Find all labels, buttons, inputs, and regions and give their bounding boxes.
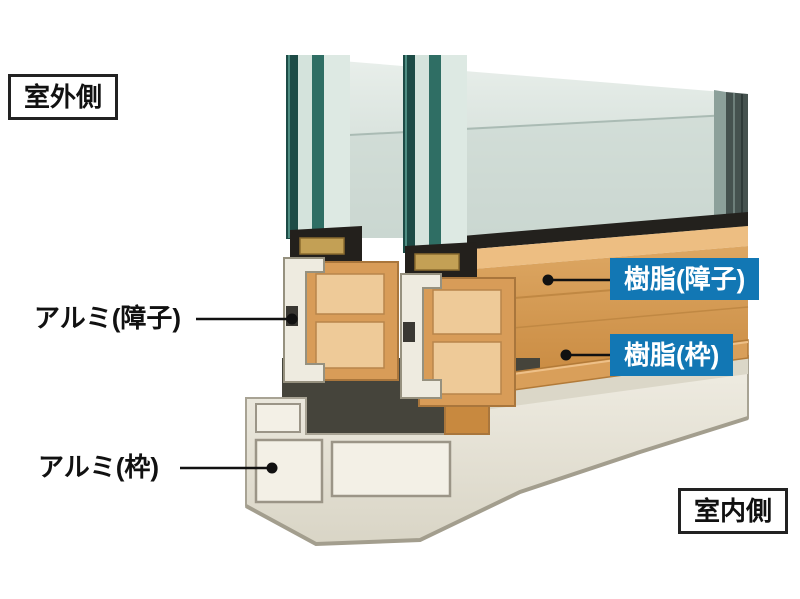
- leader-lines: [180, 274, 612, 474]
- glass-unit-outer: [286, 55, 350, 239]
- outdoor-side-label: 室外側: [8, 74, 119, 120]
- glass-unit-inner: [403, 55, 467, 253]
- rear-sash-cross-section: [400, 242, 516, 435]
- background-glass-pane: [291, 57, 749, 238]
- resin-sash-callout: 樹脂(障子): [610, 258, 760, 300]
- aluminum-frame-label: アルミ(枠): [38, 452, 160, 482]
- resin-frame-callout: 樹脂(枠): [610, 334, 734, 376]
- aluminum-sash-label: アルミ(障子): [34, 303, 182, 333]
- indoor-side-label: 室内側: [678, 488, 789, 534]
- front-sash-cross-section: [283, 226, 399, 383]
